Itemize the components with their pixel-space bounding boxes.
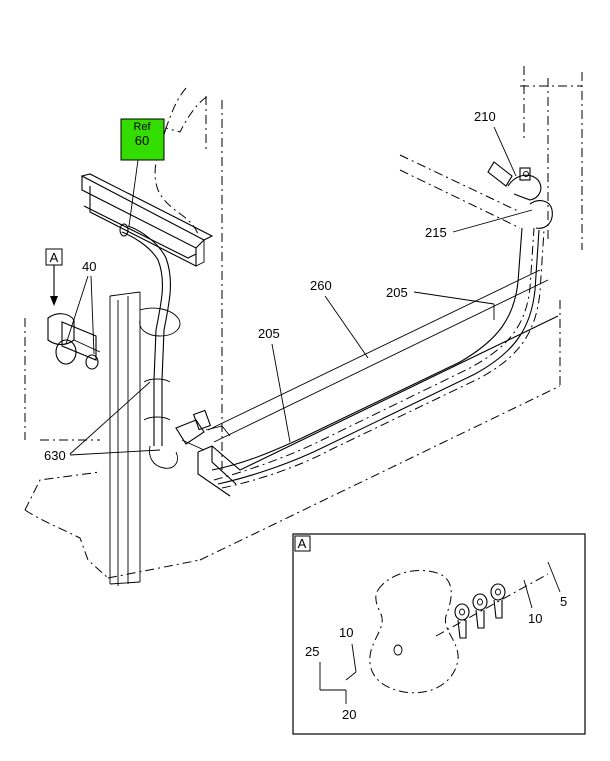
callout-210[interactable]: 210: [474, 109, 496, 124]
callout-40-leader-1: [65, 275, 89, 345]
callout-detail-25[interactable]: 25: [305, 644, 319, 659]
callout-215-label: 215: [425, 225, 447, 240]
detail-a-inset: A: [292, 533, 586, 735]
callout-detail-20-label: 20: [342, 707, 356, 722]
callout-40[interactable]: 40: [82, 259, 96, 274]
callout-detail-10-right[interactable]: 10: [528, 611, 542, 626]
callout-260-label: 260: [310, 278, 332, 293]
callout-detail-5-leader: [547, 561, 561, 593]
grommet-panel: [369, 570, 459, 694]
clamp-assembly: [487, 161, 553, 229]
callout-detail-10-tick: [345, 671, 357, 681]
callout-40-leader-2: [90, 275, 95, 355]
frame-outline: [24, 66, 583, 579]
grommet-hole: [393, 644, 403, 656]
callout-260-leader: [324, 295, 369, 359]
view-a-marker[interactable]: A: [45, 248, 63, 266]
callout-detail-25-label: 25: [305, 644, 319, 659]
lower-channel: [197, 269, 559, 497]
ring-terminal-1: [454, 603, 470, 639]
callout-260[interactable]: 260: [310, 278, 332, 293]
callout-215[interactable]: 215: [425, 225, 447, 240]
wire-harness: [211, 227, 545, 489]
detail-wire: [435, 573, 549, 637]
ref-number: 60: [135, 133, 149, 148]
callout-detail-10-left[interactable]: 10: [339, 625, 353, 640]
ref-word: Ref: [133, 121, 151, 133]
ref-60-highlight: [120, 118, 165, 161]
ring-terminal-2: [472, 593, 488, 629]
detail-a-tag: A: [298, 536, 307, 551]
detail-a-tag-box: [294, 535, 311, 552]
view-a-label: A: [50, 250, 59, 265]
view-a-arrow-head: [50, 296, 58, 306]
callout-40-label: 40: [82, 259, 96, 274]
callout-205-left-leader: [271, 343, 291, 443]
ref-60-box[interactable]: Ref 60: [120, 118, 165, 161]
crossmember-channel: [80, 173, 214, 267]
callout-205-right[interactable]: 205: [386, 285, 408, 300]
callout-630-leader-1: [69, 381, 151, 455]
callout-detail-5[interactable]: 5: [560, 594, 567, 609]
callout-205-left-label: 205: [258, 326, 280, 341]
callout-detail-10-left-leader: [351, 643, 357, 673]
harness-connector: [175, 409, 231, 451]
frame-rail: [109, 291, 141, 586]
callout-205-left[interactable]: 205: [258, 326, 280, 341]
callout-205-right-label: 205: [386, 285, 408, 300]
callout-210-leader: [493, 126, 517, 177]
callout-630-leader-2: [69, 449, 161, 456]
ring-terminal-3: [490, 583, 506, 619]
callout-215-leader: [452, 209, 533, 233]
callout-205-right-leader: [413, 291, 495, 305]
callout-630[interactable]: 630: [44, 448, 66, 463]
ref-60-leader: [128, 159, 139, 227]
callout-detail-20[interactable]: 20: [342, 707, 356, 722]
callout-detail-10-right-label: 10: [528, 611, 542, 626]
vertical-harness: [119, 223, 181, 469]
sensor-assembly: [47, 313, 101, 370]
callout-detail-10-left-label: 10: [339, 625, 353, 640]
callout-630-label: 630: [44, 448, 66, 463]
callout-210-label: 210: [474, 109, 496, 124]
callout-detail-5-label: 5: [560, 594, 567, 609]
callout-detail-10-right-leader: [523, 579, 533, 609]
